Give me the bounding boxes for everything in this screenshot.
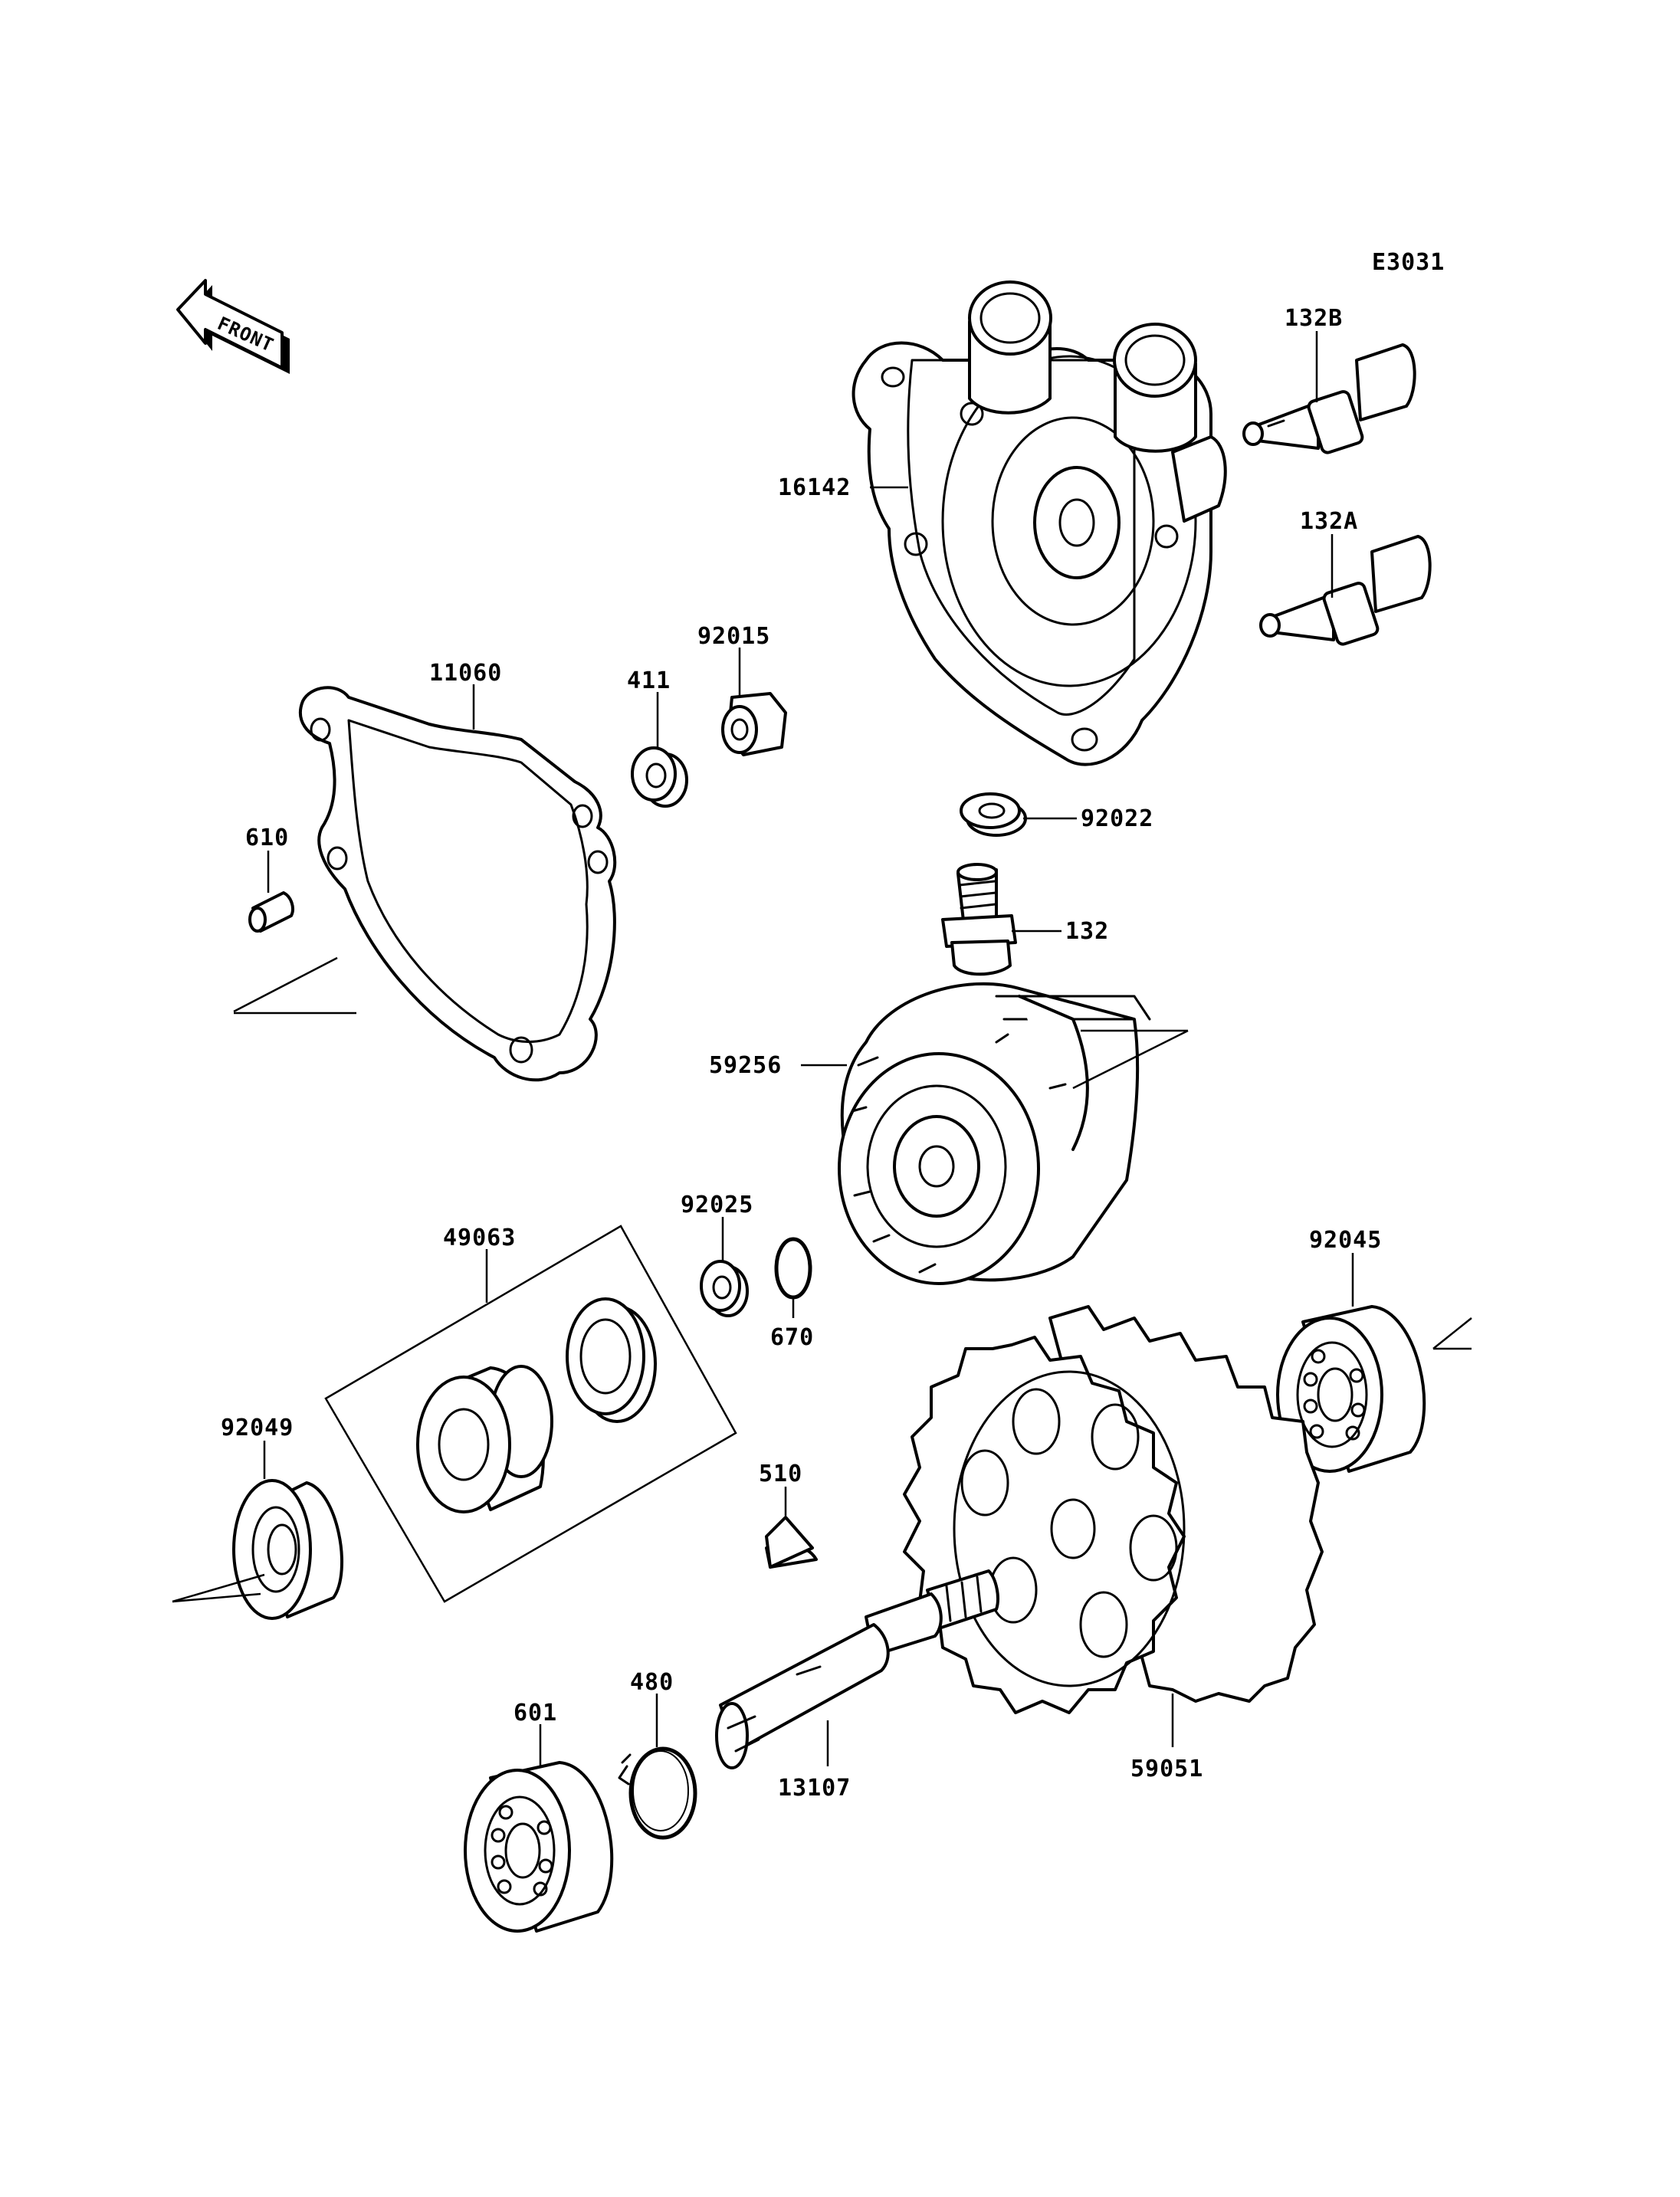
nut-92015 [721, 692, 787, 756]
label-132A: 132A [1300, 508, 1358, 535]
mechanical-seal [416, 1365, 553, 1513]
washer-92025 [700, 1260, 749, 1317]
label-92015: 92015 [697, 623, 770, 650]
impeller [838, 982, 1151, 1285]
seal-kit-box [324, 1225, 737, 1603]
bolt-132A [1259, 535, 1432, 646]
label-92022: 92022 [1081, 805, 1153, 832]
bolt-132 [941, 863, 1017, 976]
label-16142: 16142 [778, 474, 851, 501]
label-510: 510 [759, 1461, 802, 1487]
label-411: 411 [627, 667, 671, 694]
oil-seal [566, 1297, 657, 1423]
pump-shaft [715, 1569, 999, 1769]
label-670: 670 [770, 1324, 814, 1351]
label-13107: 13107 [778, 1775, 851, 1802]
pump-gear [903, 1305, 1324, 1714]
bearing-92049 [232, 1479, 343, 1620]
o-ring-670 [774, 1237, 812, 1300]
washer-92022 [960, 792, 1027, 837]
front-arrow-icon: FRONT [176, 279, 290, 374]
label-59051: 59051 [1130, 1756, 1203, 1782]
circlip [618, 1746, 697, 1840]
label-132B: 132B [1285, 305, 1343, 332]
woodruff-key [765, 1516, 818, 1569]
bolt-132B [1242, 343, 1416, 454]
label-92045: 92045 [1309, 1227, 1382, 1254]
label-610: 610 [245, 825, 289, 851]
label-132: 132 [1065, 918, 1109, 945]
label-92049: 92049 [221, 1415, 294, 1441]
label-59256: 59256 [709, 1052, 782, 1079]
label-601: 601 [514, 1700, 557, 1726]
washer-411 [631, 746, 688, 808]
bearing-601 [464, 1761, 614, 1933]
dowel-pin [248, 891, 294, 933]
label-92025: 92025 [681, 1192, 753, 1218]
pump-cover [851, 280, 1227, 766]
diagram-code: E3031 [1372, 249, 1445, 276]
gasket [298, 686, 617, 1082]
label-11060: 11060 [429, 660, 502, 687]
label-480: 480 [630, 1669, 674, 1696]
label-49063: 49063 [443, 1225, 516, 1251]
